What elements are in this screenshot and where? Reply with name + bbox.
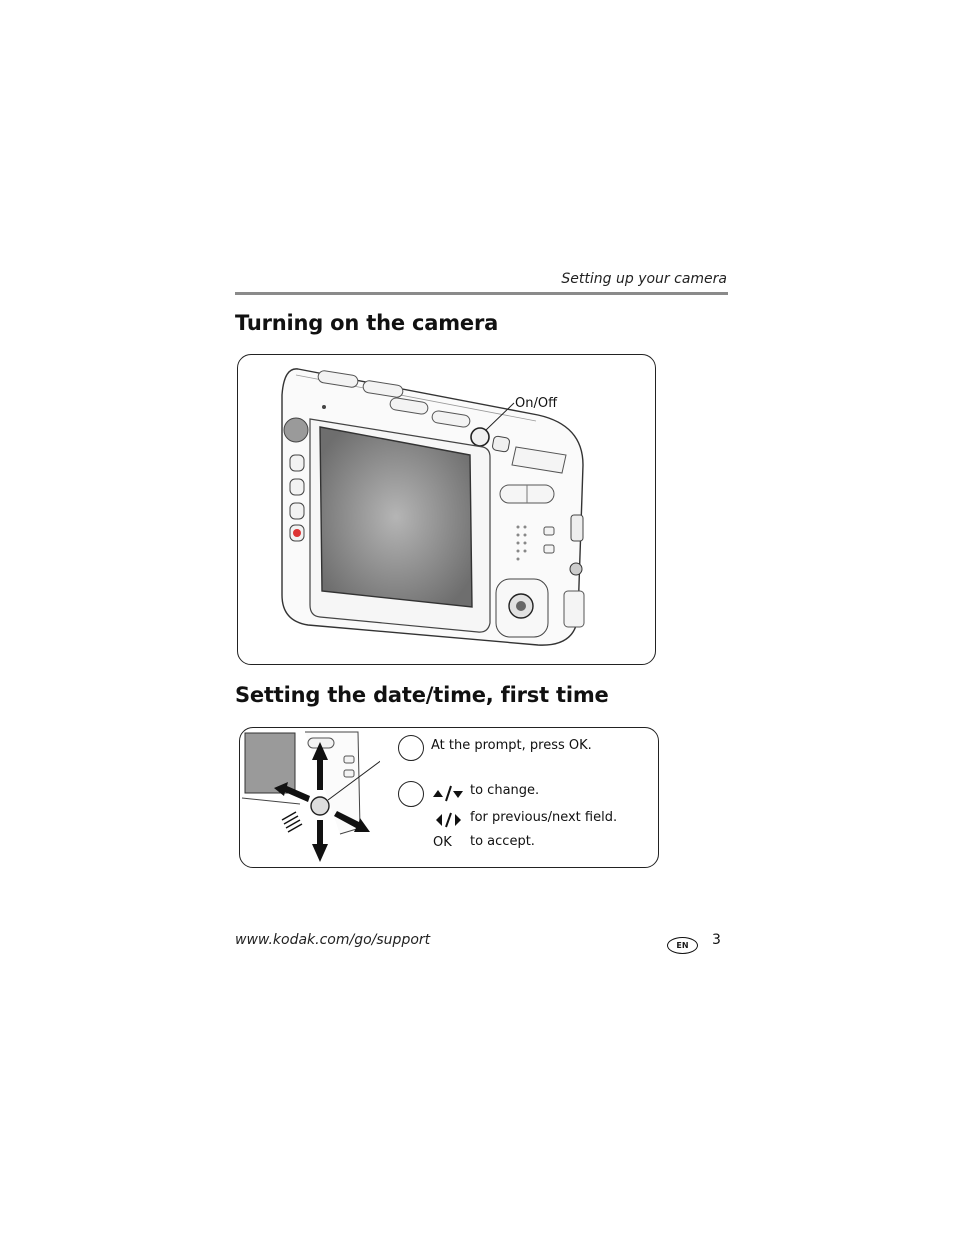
camera-illustration-panel: On/Off xyxy=(237,354,656,665)
up-down-arrows-icon xyxy=(433,785,463,802)
section-heading-turning-on: Turning on the camera xyxy=(235,311,499,335)
ok-button-icon xyxy=(310,796,330,816)
step-2-line-1: to change. xyxy=(470,783,540,798)
section-heading-date-time: Setting the date/time, first time xyxy=(235,683,609,707)
camera-back-illustration xyxy=(281,368,585,646)
step-2-number xyxy=(398,781,424,807)
left-right-arrows-icon xyxy=(436,812,461,828)
step-1-text: At the prompt, press OK. xyxy=(431,738,592,753)
running-head: Setting up your camera xyxy=(561,271,727,287)
step-2-line-2: for previous/next field. xyxy=(470,810,618,825)
step-2-line-3: to accept. xyxy=(470,834,535,849)
page-number: 3 xyxy=(712,932,721,948)
footer-url: www.kodak.com/go/support xyxy=(235,932,431,948)
power-button-icon xyxy=(470,427,490,447)
date-time-panel: At the prompt, press OK. to change. for … xyxy=(239,727,659,868)
ok-key-label: OK xyxy=(433,835,452,850)
header-rule xyxy=(235,292,728,295)
step-1-number xyxy=(398,735,424,761)
controller-arrows-illustration xyxy=(241,731,380,862)
on-off-callout: On/Off xyxy=(515,396,558,411)
language-badge: EN xyxy=(667,937,698,954)
